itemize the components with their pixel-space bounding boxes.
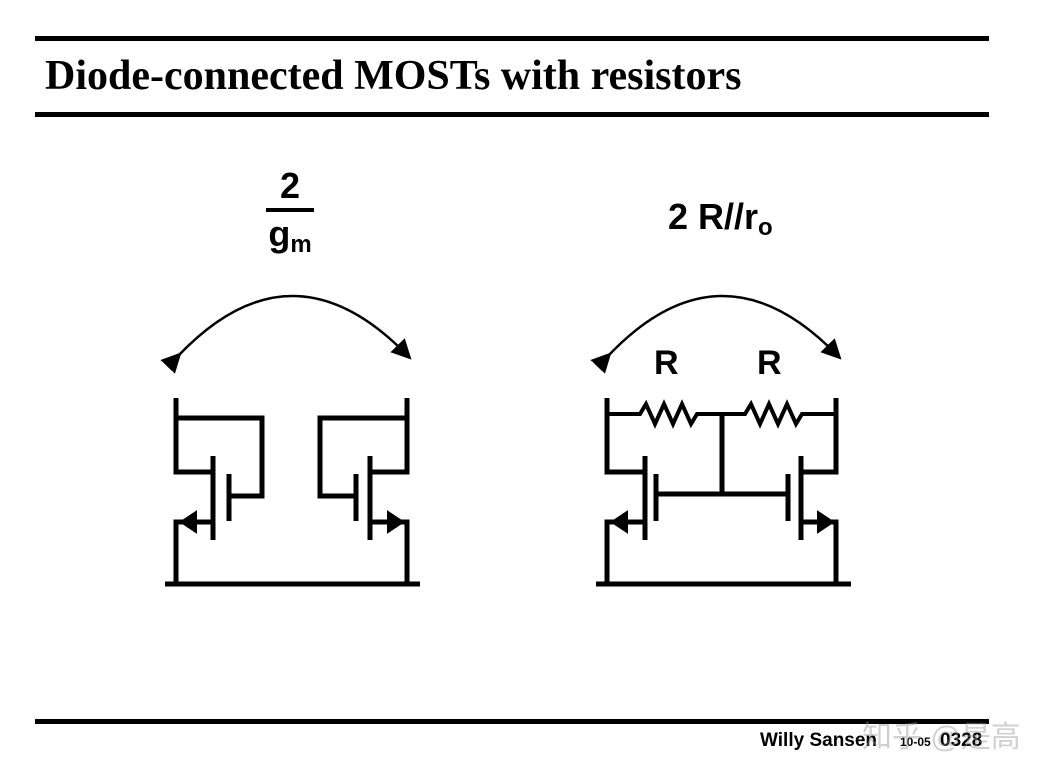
left-impedance-fraction: 2 gm <box>262 166 318 263</box>
title-bottom-rule <box>35 112 989 117</box>
left-circuit <box>160 294 420 587</box>
fraction-bar <box>266 208 314 212</box>
denominator-subscript: m <box>290 231 312 258</box>
left-m1-drain-wire <box>173 398 216 475</box>
denominator-symbol: g <box>268 213 291 254</box>
right-m2-arrow <box>817 510 835 534</box>
right-m1-arrow <box>610 510 628 534</box>
left-m2-arrow <box>387 510 405 534</box>
left-m1-source <box>173 519 213 582</box>
footer-author: Willy Sansen <box>760 730 878 751</box>
right-m1-drain-wire <box>604 398 648 475</box>
expression-main: 2 R//r <box>668 196 759 237</box>
right-impedance-expression: 2 R//ro <box>668 196 773 242</box>
left-m2-source <box>370 519 410 582</box>
footer-slide-number: 0328 <box>940 730 983 751</box>
right-arc-arrow <box>590 294 842 374</box>
expression-subscript: o <box>758 214 773 241</box>
footer-rule <box>35 719 989 724</box>
watermark: 知乎 @是高 <box>862 721 1021 754</box>
right-m1-source <box>604 519 645 582</box>
right-circuit <box>590 294 851 587</box>
resistor-right <box>722 399 836 429</box>
fraction-denominator: gm <box>262 216 318 263</box>
footer-code: 10-05 <box>900 735 931 749</box>
left-m1-drain-top <box>176 415 265 499</box>
left-m1-arrow <box>179 510 197 534</box>
right-m2-source <box>801 519 839 582</box>
slide-title: Diode-connected MOSTs with resistors <box>45 53 742 99</box>
left-m2-drain-wire <box>367 398 410 475</box>
right-m2-drain-wire <box>798 398 839 475</box>
left-m2-drain-top <box>317 415 407 499</box>
left-arc-arrow <box>160 294 412 374</box>
resistor-left <box>607 399 722 429</box>
title-top-rule <box>35 36 989 41</box>
fraction-numerator: 2 <box>279 165 301 206</box>
